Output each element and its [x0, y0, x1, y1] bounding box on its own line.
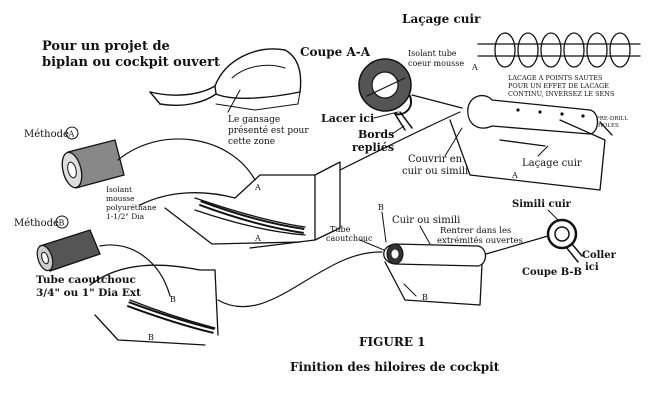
coupe-aa-isolant-line-1: Isolant tube [408, 49, 457, 58]
detail-b-rentrer-line-2: extrémités ouvertes [437, 235, 523, 246]
fuselage-b-marker-2: B [148, 333, 154, 342]
detail-b-marker-top: B [378, 203, 384, 212]
covering-wrap [394, 95, 412, 116]
gansage-sketch [149, 48, 302, 111]
foam-tube-core [371, 71, 399, 99]
fuselage-b-sketch [89, 264, 219, 346]
connector-coupe-bb [485, 235, 549, 255]
connector-methode-b [99, 244, 171, 297]
lacing-coil-sketch [477, 32, 641, 68]
detail-a-couvrir-line-1: Couvrir en [408, 154, 463, 165]
methode-a-letter: A [68, 130, 75, 139]
detail-b-marker-bottom: B [422, 293, 428, 302]
methode-a-mat-line-4: 1-1/2" Dia [106, 212, 145, 221]
detail-a-couvrir-line-2: cuir ou simili [402, 166, 468, 177]
coupe-aa-bords-line-2: repliés [352, 141, 394, 154]
coupe-aa-isolant-line-2: coeur mousse [408, 59, 464, 68]
methode-a-mat-line-1: Isolant [106, 185, 132, 194]
coupe-bb-title: Coupe B-B [522, 267, 582, 278]
fuselage-a-marker-1: A [254, 183, 261, 192]
gansage-line-2: présenté est pour [228, 125, 309, 136]
methode-a-mat-line-3: polyuréthane [106, 203, 157, 212]
coupe-bb-coller-line-2: ici [585, 262, 599, 273]
methode-b-letter: B [59, 219, 65, 228]
detail-b-rentrer-line-1: Rentrer dans les [440, 226, 511, 236]
lacage-note-line-1: LACAGE A POINTS SAUTES [508, 74, 602, 82]
connector-to-detail-b [217, 251, 383, 308]
gansage-line-1: Le gansage [228, 115, 280, 125]
fuselage-a-marker-2: A [254, 234, 261, 243]
methode-a-badge [65, 126, 79, 140]
lacage-note-line-2: POUR UN EFFET DE LACAGE [508, 82, 609, 90]
detail-a-lacage: Laçage cuir [522, 158, 582, 169]
coupe-aa-section [358, 58, 413, 131]
methode-a-foam-tube [61, 139, 125, 189]
connector-methode-a [117, 138, 256, 181]
coupe-aa-title: Coupe A-A [300, 45, 371, 59]
figure-caption: Finition des hiloires de cockpit [290, 360, 500, 374]
coupe-bb-coller-line-1: Coller [582, 250, 617, 261]
fuselage-a-sketch [139, 161, 341, 249]
coupe-bb-simili: Simili cuir [512, 199, 572, 210]
methode-b-label: Méthode [14, 218, 59, 229]
detail-a-holes-line-1: PRE-DRILL [596, 116, 628, 122]
detail-a-lace-dots [516, 108, 585, 118]
methode-b-tube-line-1: Tube caoutchouc [36, 274, 136, 286]
detail-b-tube-line-1: Tube [330, 225, 351, 234]
detail-a-marker-bottom: A [511, 171, 518, 180]
headline-line-1: Pour un projet de [42, 39, 170, 54]
coupe-aa-lacer: Lacer ici [321, 112, 374, 125]
detail-b-tube-line-2: caoutchouc [326, 234, 373, 243]
gansage-line-3: cette zone [228, 137, 275, 147]
detail-b-cuir: Cuir ou simili [392, 215, 460, 226]
detail-a-holes-line-2: HOLES [598, 123, 619, 129]
detail-a-marker-top: A [471, 63, 478, 72]
connector-to-detail-a [339, 111, 461, 171]
fuselage-b-marker-1: B [170, 295, 176, 304]
connector-coupe-aa [411, 94, 463, 109]
methode-b-rubber-tube [36, 229, 101, 272]
figure-number: FIGURE 1 [359, 335, 426, 349]
lacage-note-line-3: CONTINU, INVERSEZ LE SENS [508, 90, 614, 98]
methode-a-mat-line-2: mousse [106, 194, 135, 203]
methode-b-badge [55, 215, 69, 229]
methode-a-label: Méthode [24, 129, 69, 140]
gansage-pointer [227, 89, 241, 113]
coupe-bb-section [546, 218, 583, 263]
coupe-aa-bords-line-1: Bords [358, 128, 394, 141]
detail-a-panel [449, 94, 613, 191]
headline-line-2: biplan ou cockpit ouvert [42, 55, 220, 70]
lacage-top-title: Laçage cuir [402, 12, 481, 26]
methode-b-tube-line-2: 3/4" ou 1" Dia Ext [36, 287, 141, 299]
